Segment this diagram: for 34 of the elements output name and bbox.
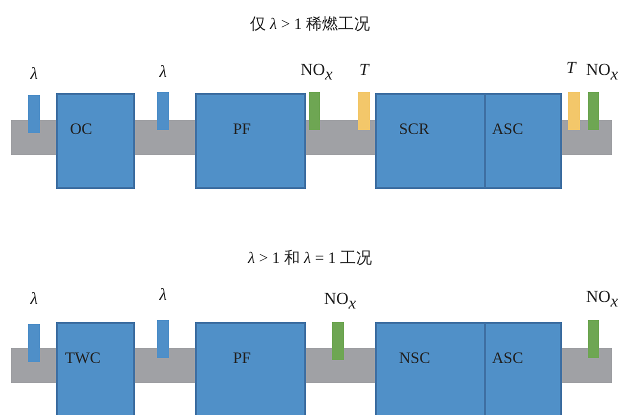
component-label: TWC [65, 350, 101, 368]
section-heading: 仅 λ > 1 稀燃工况 [250, 15, 370, 35]
sensor-bar [28, 324, 40, 362]
sensor-label: λ [159, 285, 167, 305]
sensor-bar [588, 92, 599, 130]
component-box [56, 322, 135, 415]
component-box [375, 93, 486, 189]
sensor-label: λ [30, 64, 38, 84]
sensor-bar [157, 92, 169, 130]
component-label: PF [233, 121, 251, 139]
component-box [484, 322, 562, 415]
component-box [375, 322, 486, 415]
component-box [56, 93, 135, 189]
component-label: OC [70, 121, 92, 139]
sensor-bar [568, 92, 580, 130]
sensor-label: λ [159, 62, 167, 82]
sensor-bar [28, 95, 40, 133]
sensor-label: T [359, 60, 369, 80]
component-label: ASC [492, 121, 524, 139]
sensor-bar [588, 320, 599, 358]
sensor-bar [157, 320, 169, 358]
sensor-label: λ [30, 289, 38, 309]
component-label: PF [233, 350, 251, 368]
component-label: NSC [399, 350, 430, 368]
section-heading: λ > 1 和 λ = 1 工况 [248, 248, 372, 269]
sensor-label: T [566, 58, 576, 78]
component-label: SCR [399, 121, 430, 139]
component-box [195, 322, 306, 415]
sensor-bar [309, 92, 320, 130]
component-box [195, 93, 306, 189]
sensor-bar [332, 322, 344, 360]
component-box [484, 93, 562, 189]
component-label: ASC [492, 350, 524, 368]
sensor-bar [358, 92, 370, 130]
